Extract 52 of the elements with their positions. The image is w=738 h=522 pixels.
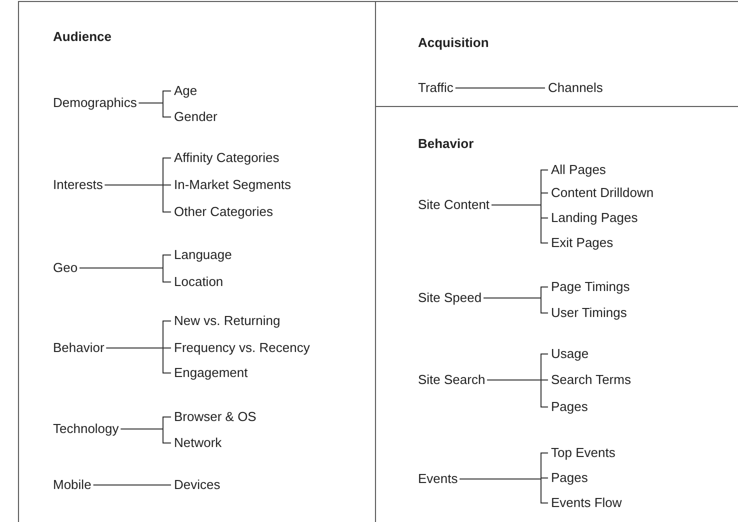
- category-label: Geo: [53, 260, 78, 276]
- report-label: Content Drilldown: [551, 185, 654, 201]
- report-label: Engagement: [174, 365, 248, 381]
- category-label: Demographics: [53, 95, 137, 111]
- tree-connector: [138, 102, 172, 118]
- tree-connector: [459, 478, 548, 504]
- tree-connector: [483, 298, 548, 314]
- tree-connector: [104, 184, 172, 212]
- report-label: Network: [174, 435, 222, 451]
- report-label: Devices: [174, 477, 220, 493]
- report-label: Language: [174, 247, 232, 263]
- tree-connector: [120, 428, 172, 444]
- section-heading: Acquisition: [418, 35, 489, 51]
- category-label: Site Content: [418, 197, 490, 213]
- report-label: In-Market Segments: [174, 177, 292, 193]
- category-label: Site Search: [418, 372, 486, 388]
- report-label: Usage: [551, 346, 589, 362]
- section-panel: [18, 1, 376, 522]
- tree-connector: [106, 348, 172, 374]
- report-label: Top Events: [551, 445, 616, 461]
- report-label: Other Categories: [174, 204, 273, 220]
- category-label: Mobile: [53, 477, 92, 493]
- report-label: User Timings: [551, 305, 627, 321]
- report-label: Events Flow: [551, 495, 622, 511]
- report-label: Page Timings: [551, 279, 630, 295]
- report-label: Landing Pages: [551, 210, 638, 226]
- category-label: Behavior: [53, 340, 104, 356]
- report-label: Search Terms: [551, 372, 631, 388]
- report-label: All Pages: [551, 162, 606, 178]
- report-label: Gender: [174, 109, 218, 125]
- report-label: Exit Pages: [551, 235, 614, 251]
- report-label: New vs. Returning: [174, 313, 280, 329]
- tree-connector: [92, 484, 172, 486]
- report-label: Frequency vs. Recency: [174, 340, 310, 356]
- report-label: Age: [174, 83, 198, 99]
- report-label: Pages: [551, 399, 588, 415]
- tree-connector: [79, 268, 172, 282]
- category-label: Interests: [53, 177, 103, 193]
- report-label: Location: [174, 274, 224, 290]
- report-label: Pages: [551, 470, 588, 486]
- category-label: Technology: [53, 421, 119, 437]
- tree-connector: [486, 380, 548, 408]
- category-label: Events: [418, 471, 458, 487]
- report-label: Channels: [548, 80, 603, 96]
- section-panel: [376, 1, 738, 107]
- tree-connector: [491, 204, 548, 244]
- section-heading: Audience: [53, 29, 112, 45]
- section-heading: Behavior: [418, 136, 474, 152]
- report-label: Affinity Categories: [174, 150, 280, 166]
- category-label: Traffic: [418, 80, 454, 96]
- report-label: Browser & OS: [174, 409, 256, 425]
- category-label: Site Speed: [418, 290, 482, 306]
